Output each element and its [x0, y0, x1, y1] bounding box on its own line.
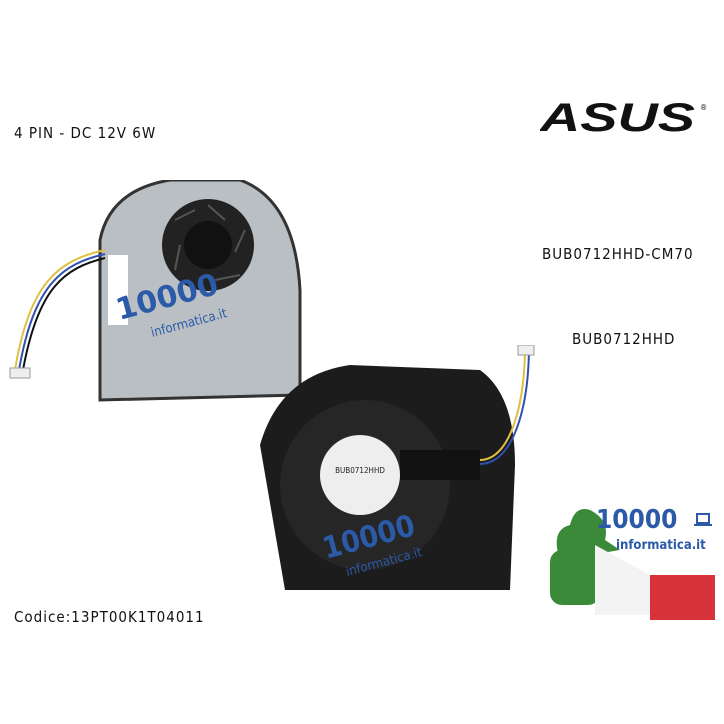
logo-number: 10000 — [596, 505, 678, 535]
fan-label-text: BUB0712HHD — [335, 466, 385, 475]
fan-black-side: BUB0712HHD — [260, 345, 535, 590]
product-code: Codice:13PT00K1T04011 — [14, 608, 205, 626]
barcode-sticker — [108, 255, 128, 325]
specs-text: 4 PIN - DC 12V 6W — [14, 124, 157, 142]
asus-logo-text: ASUS — [540, 100, 695, 134]
part-number-primary: BUB0712HHD-CM70 — [542, 245, 694, 263]
logo-site: informatica.it — [616, 538, 706, 553]
laptop-icon — [694, 513, 712, 526]
svg-text:®: ® — [700, 103, 707, 112]
part-number-secondary: BUB0712HHD — [572, 330, 676, 348]
asus-logo: ASUS ® — [540, 100, 707, 134]
fan-silver-side — [9, 180, 302, 402]
italian-flag-thumbs-up — [550, 509, 715, 620]
